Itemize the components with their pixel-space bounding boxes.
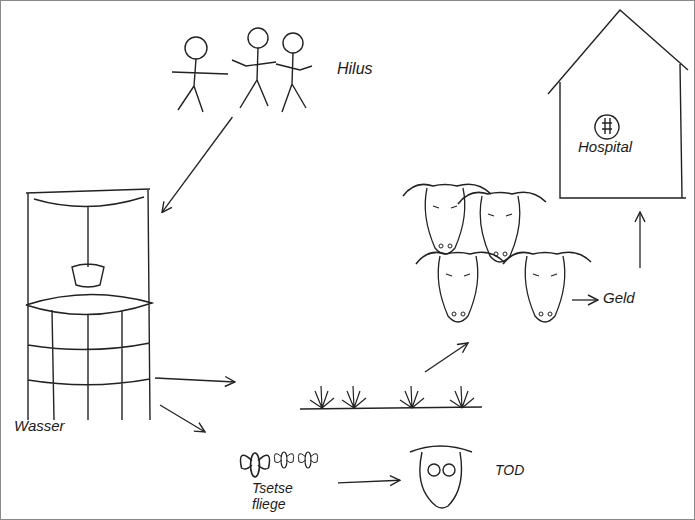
flow-arrows (155, 212, 640, 432)
grass-tufts (300, 386, 482, 409)
cattle-heads (403, 184, 591, 322)
tsetse-fly: Tsetse fliege (238, 452, 338, 518)
money-label: Geld (603, 289, 635, 306)
water-well-outline (12, 185, 162, 443)
node-text: TOD (495, 462, 530, 478)
water-well: Wasser (12, 185, 162, 443)
skull-symbol (410, 446, 472, 508)
node-text: Wasser (14, 417, 84, 434)
node-text: Hilus (337, 60, 377, 78)
hospital-house-outline (548, 8, 692, 204)
death-skull: TOD (400, 440, 530, 515)
stick-figures (172, 28, 312, 112)
flow-arrow (338, 480, 400, 483)
node-text: Hospital (578, 138, 668, 155)
helper-group: Hilus (165, 22, 370, 117)
tsetse-flies (240, 452, 317, 477)
node-text: Tsetse fliege (252, 480, 322, 512)
flow-arrow (162, 117, 232, 212)
hospital-house: Hospital (548, 8, 692, 204)
